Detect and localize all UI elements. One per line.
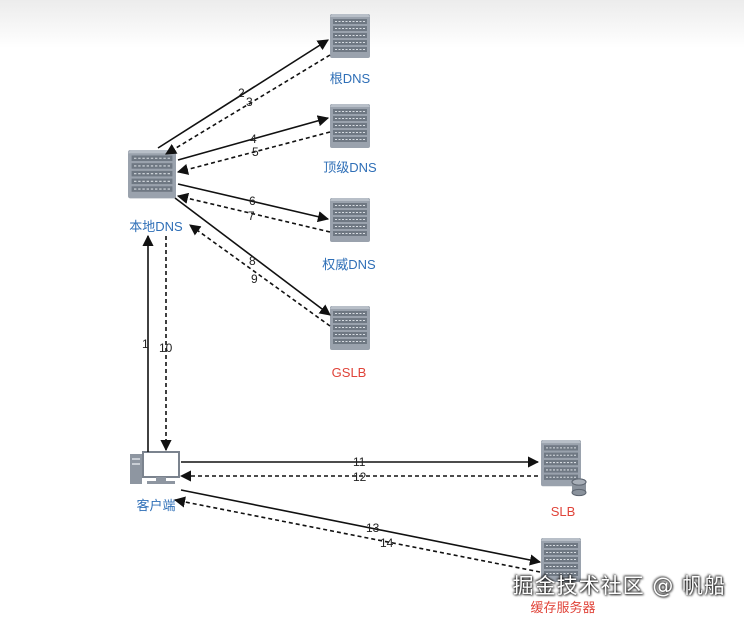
slb-server-icon: [540, 439, 587, 497]
tld-dns-server-icon: [329, 103, 371, 149]
local-dns-label: 本地DNS: [129, 219, 183, 234]
edge-14-label: 14: [380, 536, 394, 550]
watermark: 掘金技术社区 @ 帆船: [512, 574, 726, 598]
edge-5-label: 5: [252, 145, 259, 159]
gslb-server-icon: [329, 305, 371, 351]
auth-dns-label: 权威DNS: [322, 257, 376, 272]
edge-6-label: 6: [249, 194, 256, 208]
edge-7-label: 7: [248, 209, 255, 223]
edge-6-line: [177, 183, 330, 223]
edge-10-label: 10: [159, 341, 173, 355]
slb-label: SLB: [551, 504, 576, 519]
auth-dns-server-icon: [329, 197, 371, 243]
edge-1-label: 1: [142, 337, 149, 351]
edge-8-label: 8: [249, 254, 256, 268]
root-dns-label: 根DNS: [330, 71, 371, 86]
edge-7-line: [176, 192, 331, 233]
client-computer-icon: [130, 451, 180, 484]
edge-8-line: [174, 197, 331, 316]
client-label: 客户端: [136, 498, 175, 513]
edge-11-label: 11: [353, 455, 366, 469]
gslb-label: GSLB: [332, 365, 367, 380]
edge-9-line: [189, 224, 331, 327]
edge-12-label: 12: [353, 470, 367, 484]
top-shadow: [0, 0, 744, 48]
edge-9-label: 9: [251, 272, 258, 286]
edge-3-line: [165, 54, 331, 155]
edge-2-label: 2: [238, 86, 245, 100]
root-dns-server-icon: [329, 13, 371, 59]
edge-13-label: 13: [366, 521, 380, 535]
cache-server-label: 缓存服务器: [530, 600, 595, 615]
tld-dns-label: 顶级DNS: [323, 160, 377, 175]
edge-4-label: 4: [250, 132, 257, 146]
edge-14-line: [173, 496, 541, 573]
edge-2-line: [157, 39, 329, 149]
edge-3-label: 3: [246, 95, 253, 109]
edge-5-line: [176, 131, 331, 175]
edge-4-line: [177, 115, 330, 161]
local-dns-server-icon: [127, 149, 177, 199]
edge-13-line: [180, 489, 542, 566]
